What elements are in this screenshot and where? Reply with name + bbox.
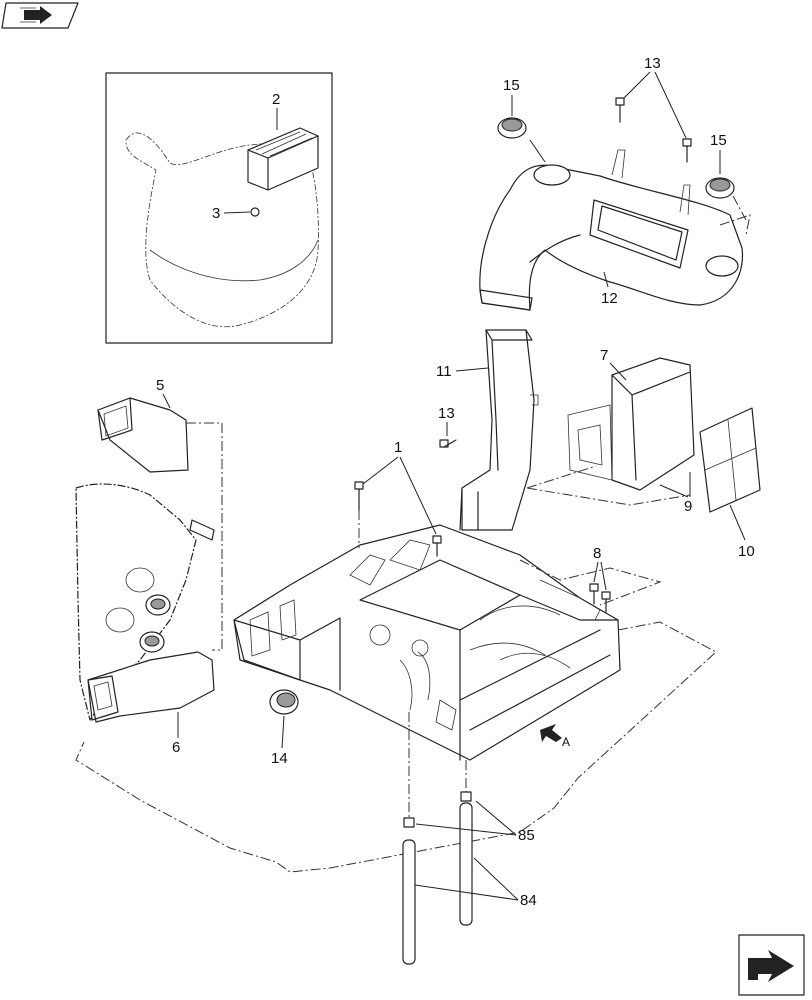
bolt-8-b xyxy=(601,591,611,613)
callout-85: 85 xyxy=(518,827,535,844)
next-page-arrow-icon[interactable] xyxy=(738,934,805,996)
callout-10: 10 xyxy=(738,543,755,560)
book-navigation-icon[interactable] xyxy=(1,2,79,29)
bolt-13-a xyxy=(615,97,625,123)
callout-15-left: 15 xyxy=(503,77,520,94)
callout-9: 9 xyxy=(684,498,692,515)
clamp-85-b xyxy=(460,791,472,802)
detail-inset xyxy=(105,72,333,344)
bolt-13-c xyxy=(439,439,457,448)
bolt-1-b xyxy=(432,535,442,557)
vertical-duct xyxy=(459,329,539,531)
callout-13-mid: 13 xyxy=(438,405,455,422)
clamp-85-a xyxy=(403,817,415,828)
drain-tube-a xyxy=(402,839,416,965)
drain-tube-b xyxy=(459,802,473,926)
hvac-main-unit xyxy=(233,524,621,761)
left-upper-duct xyxy=(97,397,189,473)
callout-3: 3 xyxy=(212,205,220,222)
callout-6: 6 xyxy=(172,739,180,756)
filter-housing xyxy=(567,357,695,491)
callout-5: 5 xyxy=(156,377,164,394)
callout-11: 11 xyxy=(436,363,452,380)
controller-module xyxy=(247,127,319,191)
callout-12: 12 xyxy=(601,290,618,307)
bolt-13-b xyxy=(682,138,692,163)
callout-84: 84 xyxy=(520,892,537,909)
grommet-15-right xyxy=(705,177,735,199)
upper-air-duct xyxy=(479,149,744,311)
callout-13-top: 13 xyxy=(644,55,661,72)
callout-1: 1 xyxy=(394,439,402,456)
grommet-left-a xyxy=(145,594,171,616)
callout-8: 8 xyxy=(593,545,601,562)
grommet-left-b xyxy=(139,631,165,653)
view-a-arrow xyxy=(540,724,562,742)
view-a-label: A xyxy=(562,735,570,749)
bolt-8-a xyxy=(589,583,599,605)
callout-15-right: 15 xyxy=(710,132,727,149)
left-side-panel xyxy=(75,483,215,721)
grommet-15-left xyxy=(497,117,527,139)
cabin-filter xyxy=(699,407,761,513)
grommet-14 xyxy=(269,689,299,715)
callout-7: 7 xyxy=(600,347,608,364)
bolt-1-a xyxy=(354,481,364,511)
callout-14: 14 xyxy=(271,750,288,767)
callout-2: 2 xyxy=(272,91,280,108)
left-lower-duct xyxy=(87,651,215,723)
